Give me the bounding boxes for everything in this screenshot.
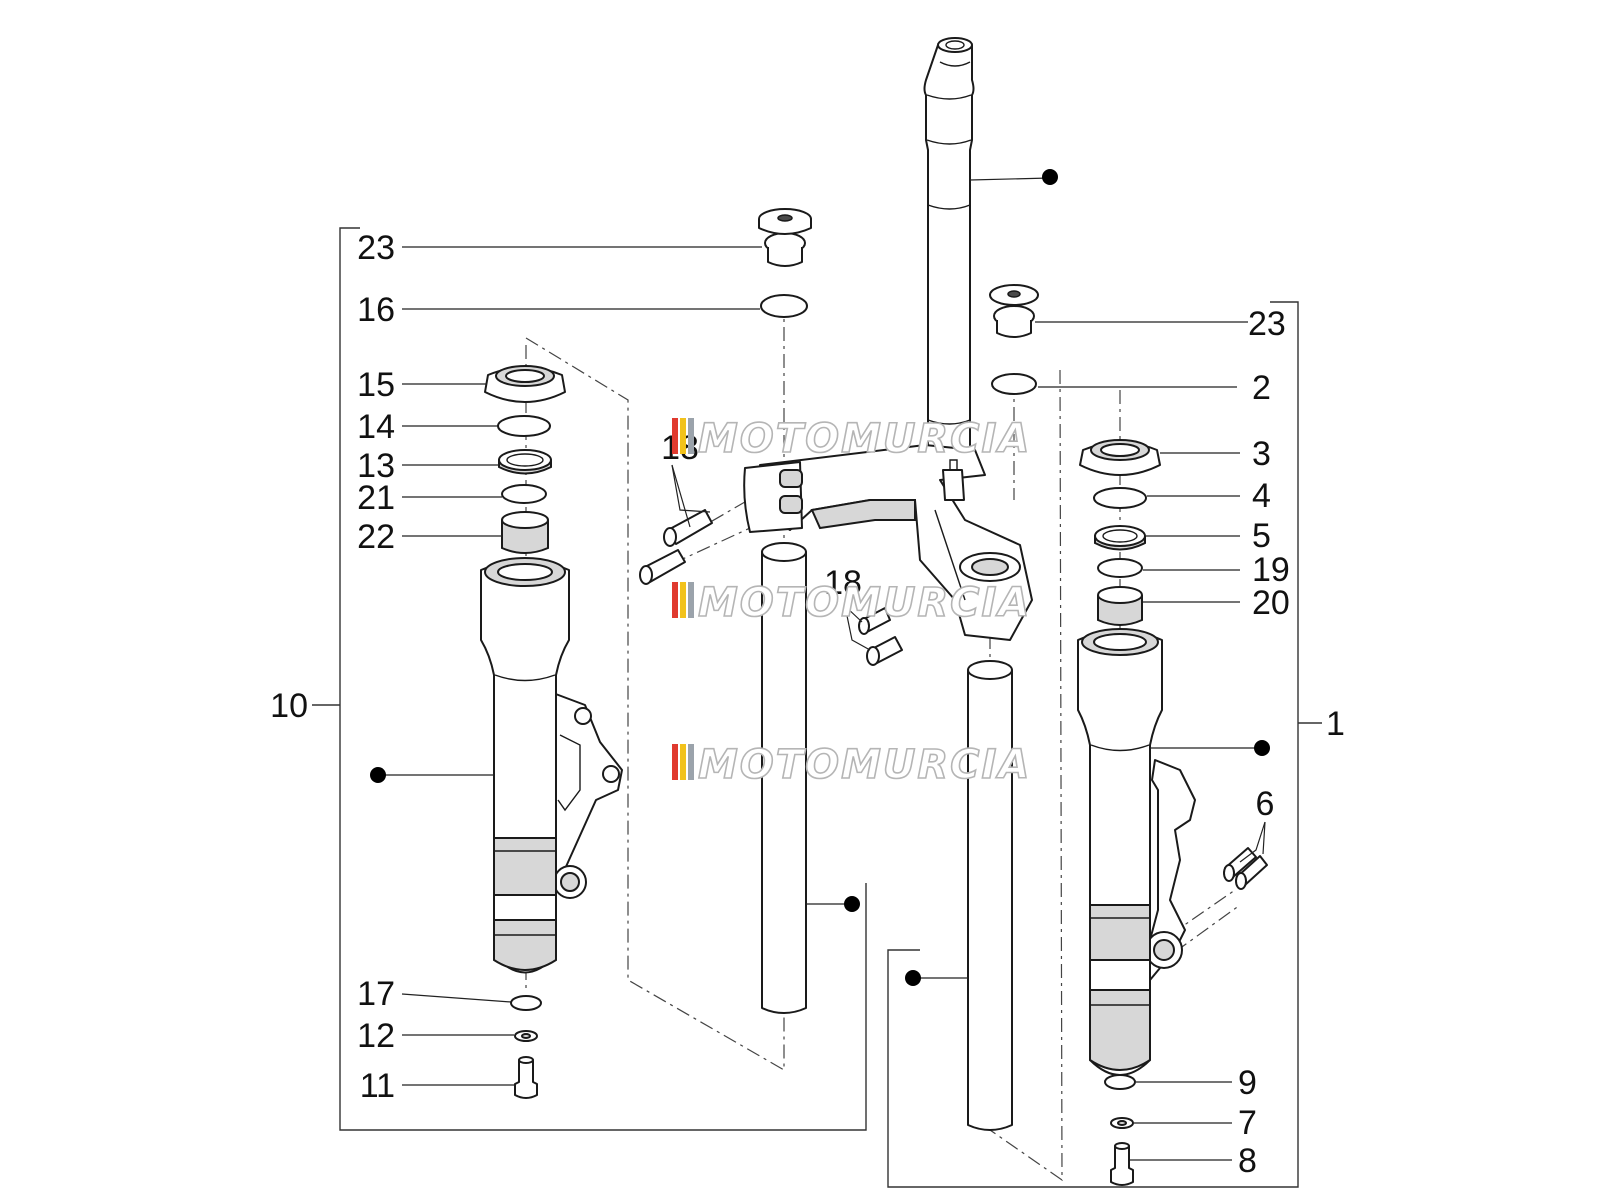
callout-1: 1: [1326, 705, 1345, 743]
callout-18-lower: 18: [824, 564, 862, 602]
bushing-22: [501, 511, 549, 554]
watermark-stripe: [672, 582, 678, 618]
fork-cap-plug-left: [758, 208, 812, 267]
callout-23-left: 23: [357, 229, 395, 267]
callout-23-right: 23: [1248, 305, 1286, 343]
callout-10: 10: [270, 687, 308, 725]
watermark-stripe: [680, 744, 686, 780]
washer-21: [501, 484, 547, 504]
dust-seal-3: [1079, 439, 1161, 476]
callout-4: 4: [1252, 477, 1271, 515]
fork-slider-left: [480, 557, 623, 974]
fork-slider-right: [1077, 628, 1196, 1076]
group-bracket-right: [887, 301, 1322, 1188]
callout-3: 3: [1252, 435, 1271, 473]
callout-7: 7: [1238, 1104, 1257, 1142]
reference-dot: [1254, 740, 1270, 756]
watermark-stripe: [688, 744, 694, 780]
inner-tube-right: [967, 660, 1013, 1131]
pinch-bolts-18-upper: [639, 509, 713, 585]
watermark-stripe: [688, 418, 694, 454]
bushing-20: [1097, 586, 1143, 626]
watermark-stripe: [680, 418, 686, 454]
reference-dot: [1042, 169, 1058, 185]
watermark-text: MOTOMURCIA: [698, 416, 1031, 462]
reference-dots: [370, 169, 1270, 986]
callout-21: 21: [357, 479, 395, 517]
callout-8: 8: [1238, 1142, 1257, 1180]
washer-12: [514, 1030, 538, 1042]
callout-15: 15: [357, 366, 395, 404]
steering-stem: [923, 37, 975, 451]
callout-19: 19: [1252, 551, 1290, 589]
watermark-stripe: [672, 744, 678, 780]
watermark-1: MOTOMURCIA: [672, 415, 1031, 463]
caliper-bolts-6: [1223, 847, 1268, 890]
callout-14: 14: [357, 408, 395, 446]
watermark-stripe: [680, 582, 686, 618]
callout-6: 6: [1256, 785, 1275, 823]
reference-dot: [844, 896, 860, 912]
callout-12: 12: [357, 1017, 395, 1055]
watermark-2: MOTOMURCIA: [672, 579, 1031, 627]
fork-crown: [743, 444, 1033, 641]
inner-tube-left: [761, 542, 807, 1014]
group-bracket-left: [312, 227, 867, 1131]
oil-seal-13: [498, 449, 552, 475]
o-ring-2: [991, 373, 1037, 395]
washer-7: [1110, 1117, 1134, 1129]
pinch-bolts-18-lower: [858, 607, 903, 666]
callout-5: 5: [1252, 517, 1271, 555]
watermark-stripe: [672, 418, 678, 454]
callout-20: 20: [1252, 584, 1290, 622]
watermark-stripe: [688, 582, 694, 618]
reference-dot: [370, 767, 386, 783]
watermark-text: MOTOMURCIA: [698, 742, 1031, 788]
callout-2: 2: [1252, 369, 1271, 407]
circlip-14: [497, 415, 551, 437]
callout-13: 13: [357, 447, 395, 485]
callout-17: 17: [357, 975, 395, 1013]
fork-cap-plug-right: [989, 284, 1039, 338]
callout-labels: 23 16 15 14 13 21 22 10 17 12 11 18 18 2…: [270, 229, 1345, 1180]
o-ring-9: [1104, 1074, 1136, 1090]
bolt-11: [514, 1056, 538, 1099]
watermark-3: MOTOMURCIA: [672, 741, 1031, 789]
leader-lines: [378, 177, 1266, 1161]
circlip-4: [1093, 487, 1147, 509]
watermark-text: MOTOMURCIA: [698, 580, 1031, 626]
callout-16: 16: [357, 291, 395, 329]
callout-11: 11: [360, 1067, 395, 1105]
o-ring-17: [510, 995, 542, 1011]
o-ring-16: [760, 294, 808, 318]
reference-dot: [905, 970, 921, 986]
oil-seal-5: [1094, 525, 1146, 551]
dust-seal-15: [484, 365, 566, 403]
bolt-8: [1110, 1142, 1134, 1186]
callout-22: 22: [357, 518, 395, 556]
callout-9: 9: [1238, 1064, 1257, 1102]
washer-19: [1097, 558, 1143, 578]
